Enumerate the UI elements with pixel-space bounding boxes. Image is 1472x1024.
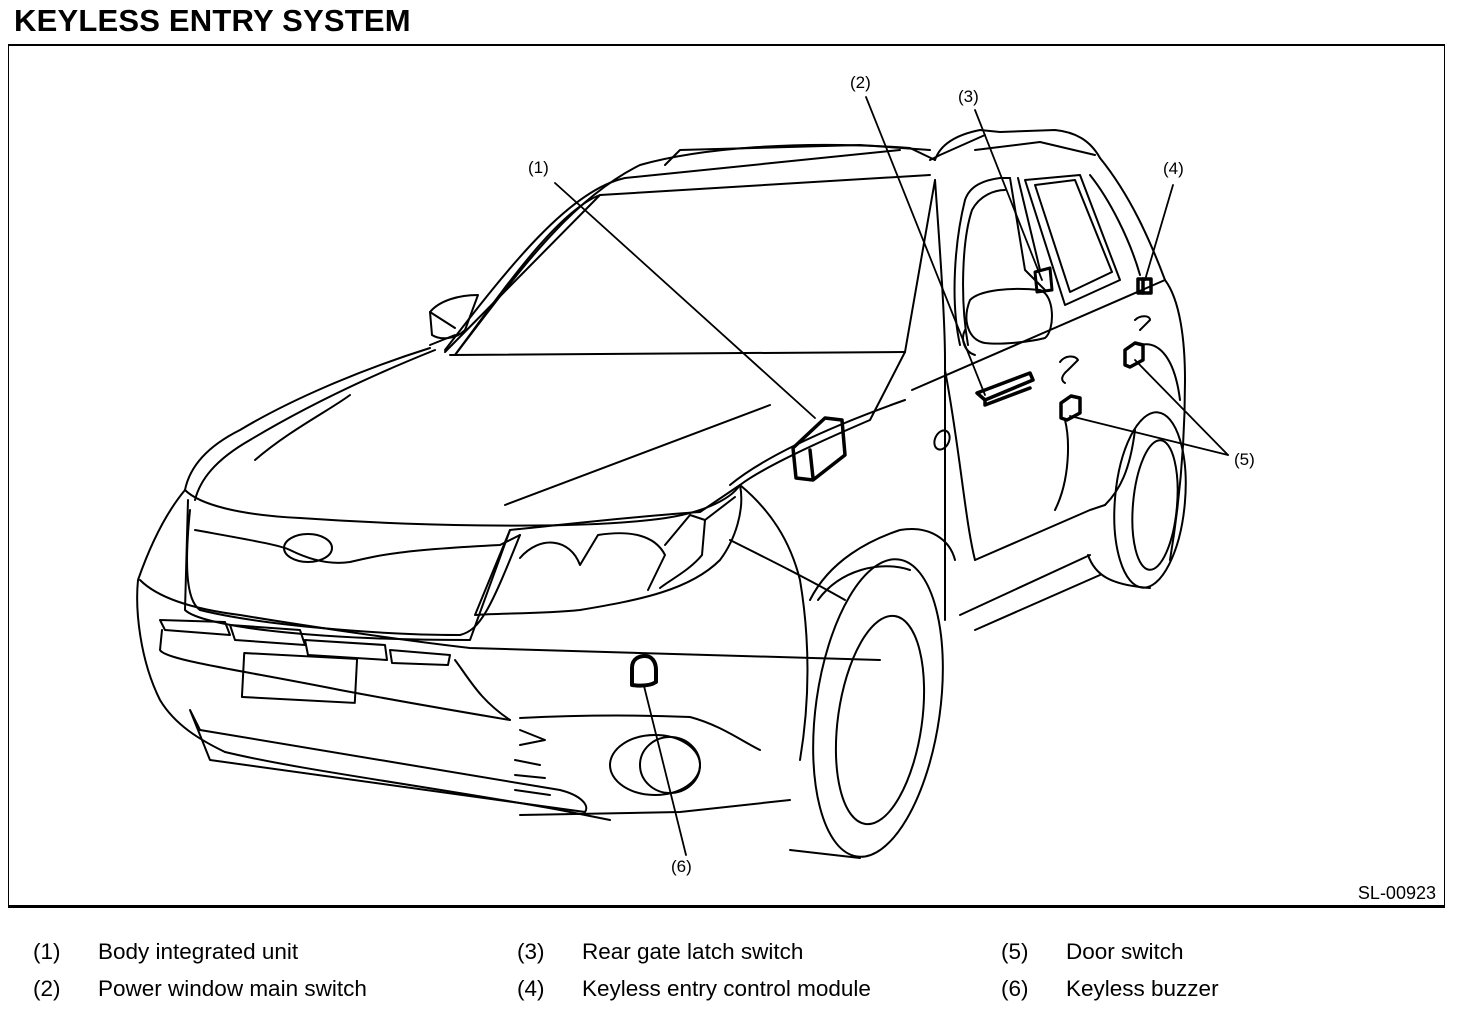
left-mirror [429,294,479,346]
front-wheel [789,558,944,859]
callout-4: (4) [1163,159,1184,178]
door-switch-marker-rear [1123,341,1145,369]
diagram-frame [8,44,1445,908]
legend-number: (3) [517,939,545,964]
leader-lines [554,96,1229,856]
door-windows [953,174,1141,346]
leader-line-4 [1144,184,1174,281]
rear-quarter [1104,279,1186,561]
legend-number: (4) [517,976,545,1001]
leader-line-3 [974,109,1043,281]
leader-line-2 [865,96,986,396]
headlight [474,484,743,616]
rear-wheel [1087,411,1187,589]
license-plate [240,652,359,704]
callout-6: (6) [671,857,692,876]
front-bumper [136,489,881,821]
right-mirror [962,287,1053,356]
legend-number: (2) [33,976,61,1001]
legend-label: Power window main switch [98,976,367,1001]
callout-3: (3) [958,87,979,106]
leader-line-6 [643,685,687,856]
keyless-buzzer-marker [630,654,658,688]
body-integrated-unit-marker [791,416,847,482]
power-window-switch-marker [975,371,1035,407]
legend-label: Body integrated unit [98,939,299,964]
door-switch-marker-front [1059,394,1082,422]
legend-number: (6) [1001,976,1029,1001]
callout-5: (5) [1234,450,1255,469]
callout-1: (1) [528,158,549,177]
legend-number: (1) [33,939,61,964]
legend-label: Door switch [1066,939,1184,964]
legend-label: Keyless entry control module [582,976,871,1001]
legend-label: Keyless buzzer [1066,976,1219,1001]
rear-gate-latch-switch-marker [1033,266,1054,294]
door-handles [1059,315,1151,384]
legend-number: (5) [1001,939,1029,964]
hood [184,347,906,527]
leader-line-5b [1069,415,1229,456]
side-body [911,179,1166,631]
callout-2: (2) [850,73,871,92]
front-fender [729,484,956,761]
fog-lamp [514,714,791,816]
leader-line-1 [554,182,816,419]
legend-label: Rear gate latch switch [582,939,804,964]
leader-line-5a [1134,359,1229,456]
roof-outline [444,129,1166,356]
windshield [444,179,936,356]
brand-logo [283,533,333,563]
figure-id: SL-00923 [1357,883,1436,903]
page-title: KEYLESS ENTRY SYSTEM [14,3,411,38]
